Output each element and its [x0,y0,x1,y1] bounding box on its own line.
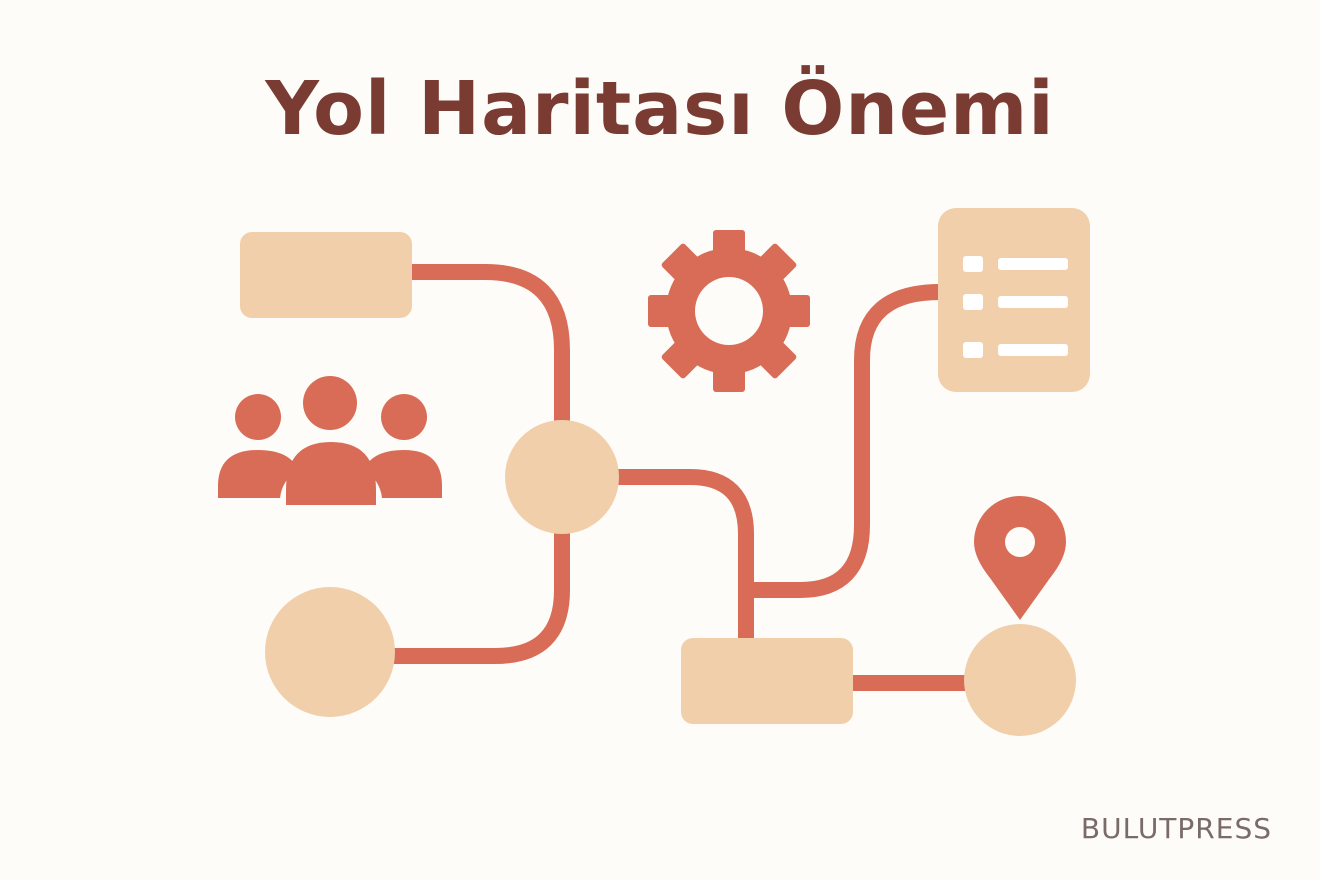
gear-icon [648,230,810,392]
page-title: Yol Haritası Önemi [265,66,1055,152]
bottom-box-node [681,638,853,724]
connector-hub-to-bottom-box [615,469,754,640]
bottom-left-circle-node [265,587,395,717]
central-hub-node [505,420,619,534]
connector-hub-to-bottom-circle [390,530,570,664]
connector-lines [390,264,972,691]
top-left-box-node [240,232,412,318]
location-pin-icon [974,496,1066,620]
connector-branch-to-document [746,284,941,598]
brand-logo-text: BULUTPRESS [1080,812,1272,845]
people-group-icon [218,376,442,505]
connector-top-box-to-hub [405,264,570,428]
destination-circle-node [964,624,1076,736]
checklist-document-icon [938,208,1090,392]
